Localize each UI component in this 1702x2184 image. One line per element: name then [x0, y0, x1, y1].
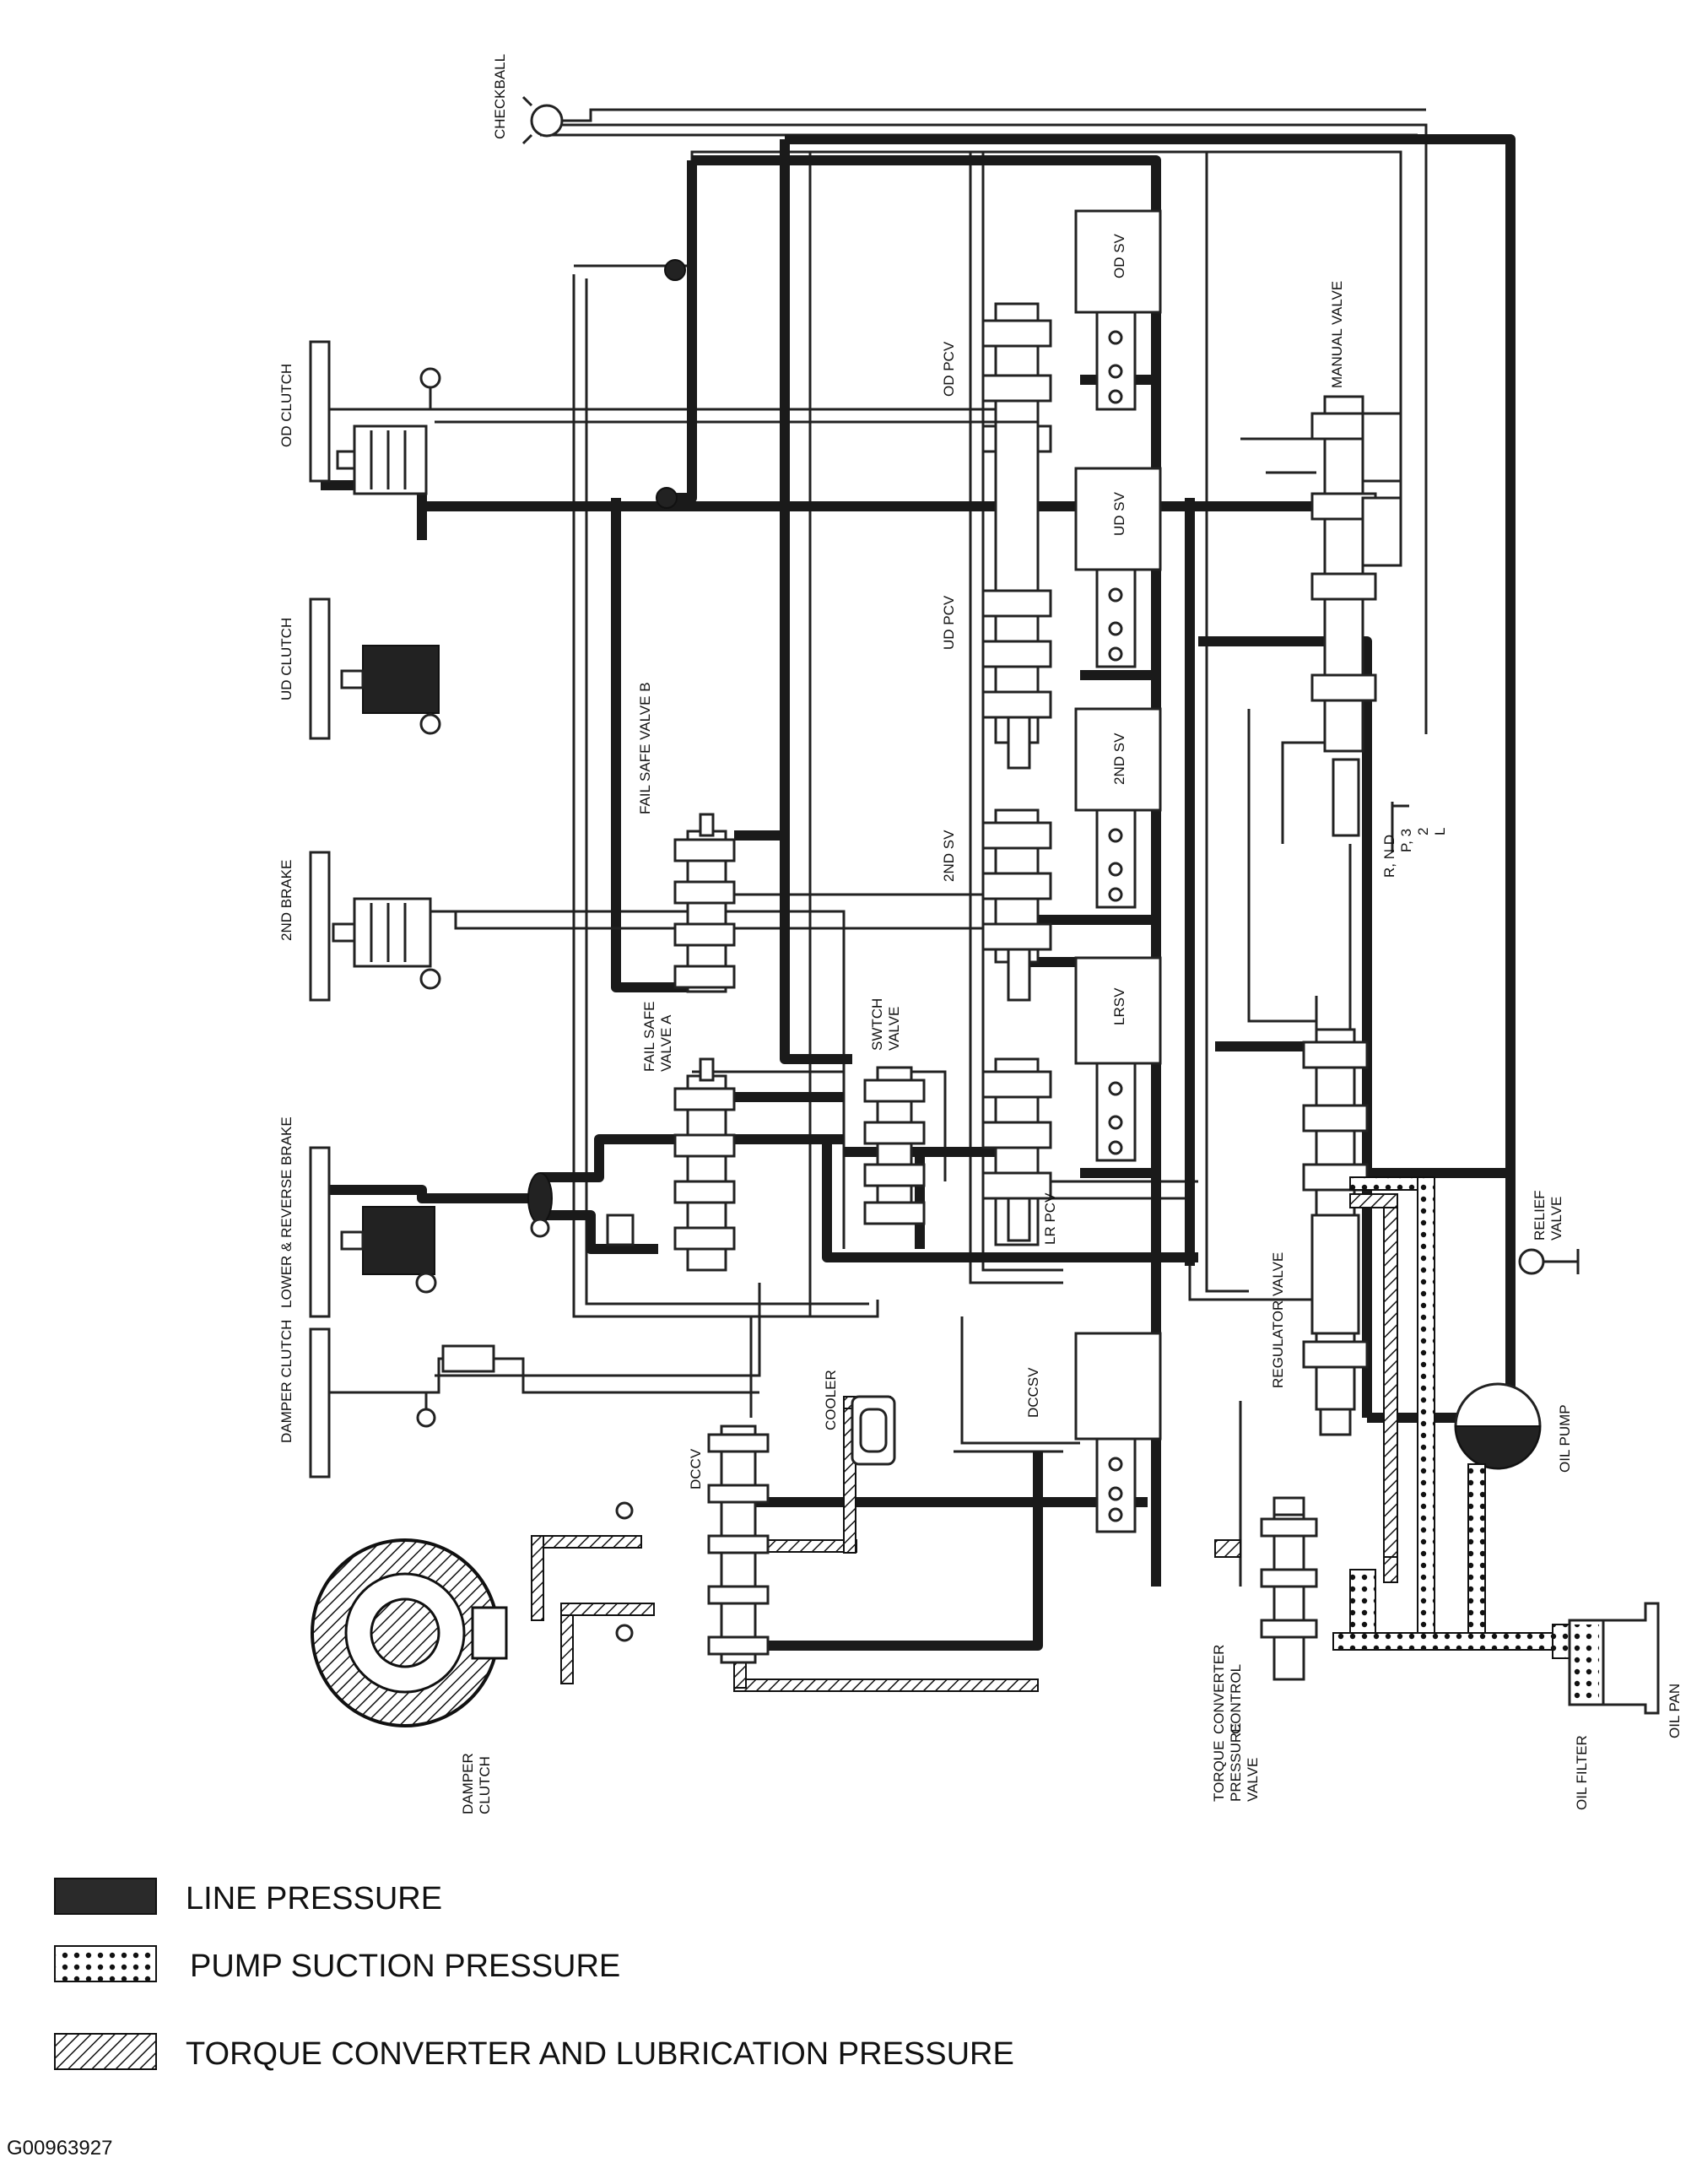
diagram-labels: CHECKBALL OD CLUTCH UD CLUTCH 2ND BRAKE … — [278, 54, 1683, 1814]
label-regulator-valve: REGULATOR VALVE — [1270, 1252, 1286, 1388]
label-oil-filter: OIL FILTER — [1574, 1735, 1590, 1810]
legend-swatch-pump-suction — [54, 1945, 157, 1982]
label-damper-clutch: DAMPER CLUTCH — [278, 1320, 294, 1443]
fail-safe-valve-a — [606, 1057, 736, 1272]
2nd-sv-valve — [981, 808, 1052, 1002]
lrsv — [1074, 956, 1162, 1162]
label-relief-valve-1: RELIEF — [1532, 1190, 1548, 1241]
line-checkballs — [656, 259, 686, 509]
cooler — [851, 1395, 896, 1466]
label-ud-clutch: UD CLUTCH — [278, 618, 294, 700]
label-converter-control-2: CONTROL — [1228, 1664, 1244, 1734]
dccsv — [1074, 1332, 1162, 1533]
dccv — [707, 1424, 770, 1664]
od-clutch — [309, 340, 582, 495]
figure-code: G00963927 — [7, 2137, 112, 2160]
label-od-sv: OD SV — [1111, 233, 1127, 278]
label-damper-clutch-2: CLUTCH — [477, 1756, 493, 1814]
line-pressure-passages — [321, 134, 1516, 1651]
switch-valve — [863, 1066, 926, 1225]
oil-pan — [1603, 1602, 1660, 1715]
label-shift-positions-2: P, 3 — [1398, 829, 1414, 852]
label-lr-pcv: LR PCV — [1042, 1192, 1058, 1245]
label-relief-valve-2: VALVE — [1548, 1197, 1564, 1241]
label-2nd-sv: 2ND SV — [1111, 733, 1127, 785]
converter-control-valve — [1260, 1496, 1318, 1681]
label-oil-pump: OIL PUMP — [1557, 1404, 1573, 1473]
regulator-valve — [1302, 1028, 1369, 1436]
legend-label-line-pressure: LINE PRESSURE — [186, 1881, 442, 1916]
ud-pcv — [981, 420, 1052, 770]
label-checkball: CHECKBALL — [492, 54, 508, 139]
oil-pump — [1454, 1382, 1542, 1470]
label-converter-control-1: CONVERTER — [1211, 1645, 1227, 1734]
legend: LINE PRESSURE PUMP SUCTION PRESSURE TORQ… — [54, 1878, 1014, 2072]
legend-swatch-line-pressure — [54, 1878, 157, 1915]
2nd-sv — [1074, 707, 1162, 909]
lr-pcv — [981, 1057, 1052, 1246]
label-damper-clutch-1: DAMPER — [460, 1753, 476, 1814]
legend-swatch-lubrication — [54, 2033, 157, 2070]
label-2nd-sv-left: 2ND SV — [941, 830, 957, 882]
label-shift-positions-4: L — [1432, 828, 1448, 835]
ud-sv — [1074, 467, 1162, 668]
ud-clutch — [309, 597, 441, 740]
label-ud-pcv: UD PCV — [941, 595, 957, 650]
relief-valve — [1518, 1248, 1580, 1275]
label-lrsv: LRSV — [1111, 987, 1127, 1025]
label-oil-pan: OIL PAN — [1667, 1684, 1683, 1738]
pressure-fittings — [615, 1501, 634, 1642]
label-manual-valve: MANUAL VALVE — [1329, 281, 1345, 388]
label-fail-safe-valve-a-2: VALVE A — [658, 1014, 674, 1072]
label-torque-pressure-valve-1: TORQUE — [1211, 1741, 1227, 1802]
legend-label-lubrication: TORQUE CONVERTER AND LUBRICATION PRESSUR… — [186, 2036, 1014, 2072]
2nd-brake — [309, 851, 692, 1002]
checkball — [521, 95, 1426, 145]
fail-safe-valve-b — [673, 813, 736, 993]
label-torque-pressure-valve-3: VALVE — [1245, 1758, 1261, 1802]
label-od-pcv: OD PCV — [941, 341, 957, 397]
label-2nd-brake: 2ND BRAKE — [278, 860, 294, 941]
label-shift-positions-1: R, N D — [1381, 835, 1397, 878]
label-switch-valve-2: VALVE — [886, 1007, 902, 1051]
label-cooler: COOLER — [823, 1370, 839, 1430]
torque-converter — [311, 1538, 508, 1727]
manual-valve — [1310, 395, 1409, 852]
label-torque-pressure-valve-2: PRESSURE — [1228, 1722, 1244, 1802]
label-fail-safe-valve-a-1: FAIL SAFE — [641, 1002, 657, 1072]
label-lower-reverse-brake: LOWER & REVERSE BRAKE — [278, 1116, 294, 1308]
label-dccsv: DCCSV — [1025, 1367, 1041, 1418]
damper-clutch-actuator — [309, 1327, 759, 1479]
label-shift-positions-3: 2 — [1415, 828, 1431, 835]
od-sv — [1074, 209, 1162, 411]
legend-label-pump-suction: PUMP SUCTION PRESSURE — [190, 1949, 620, 1984]
label-ud-sv: UD SV — [1111, 491, 1127, 536]
label-dccv: DCCV — [688, 1448, 704, 1489]
lower-reverse-brake — [309, 1146, 553, 1318]
oil-filter — [1568, 1619, 1605, 1706]
label-fail-safe-valve-b: FAIL SAFE VALVE B — [637, 682, 653, 814]
label-switch-valve-1: SWTCH — [869, 998, 885, 1051]
label-od-clutch: OD CLUTCH — [278, 364, 294, 447]
